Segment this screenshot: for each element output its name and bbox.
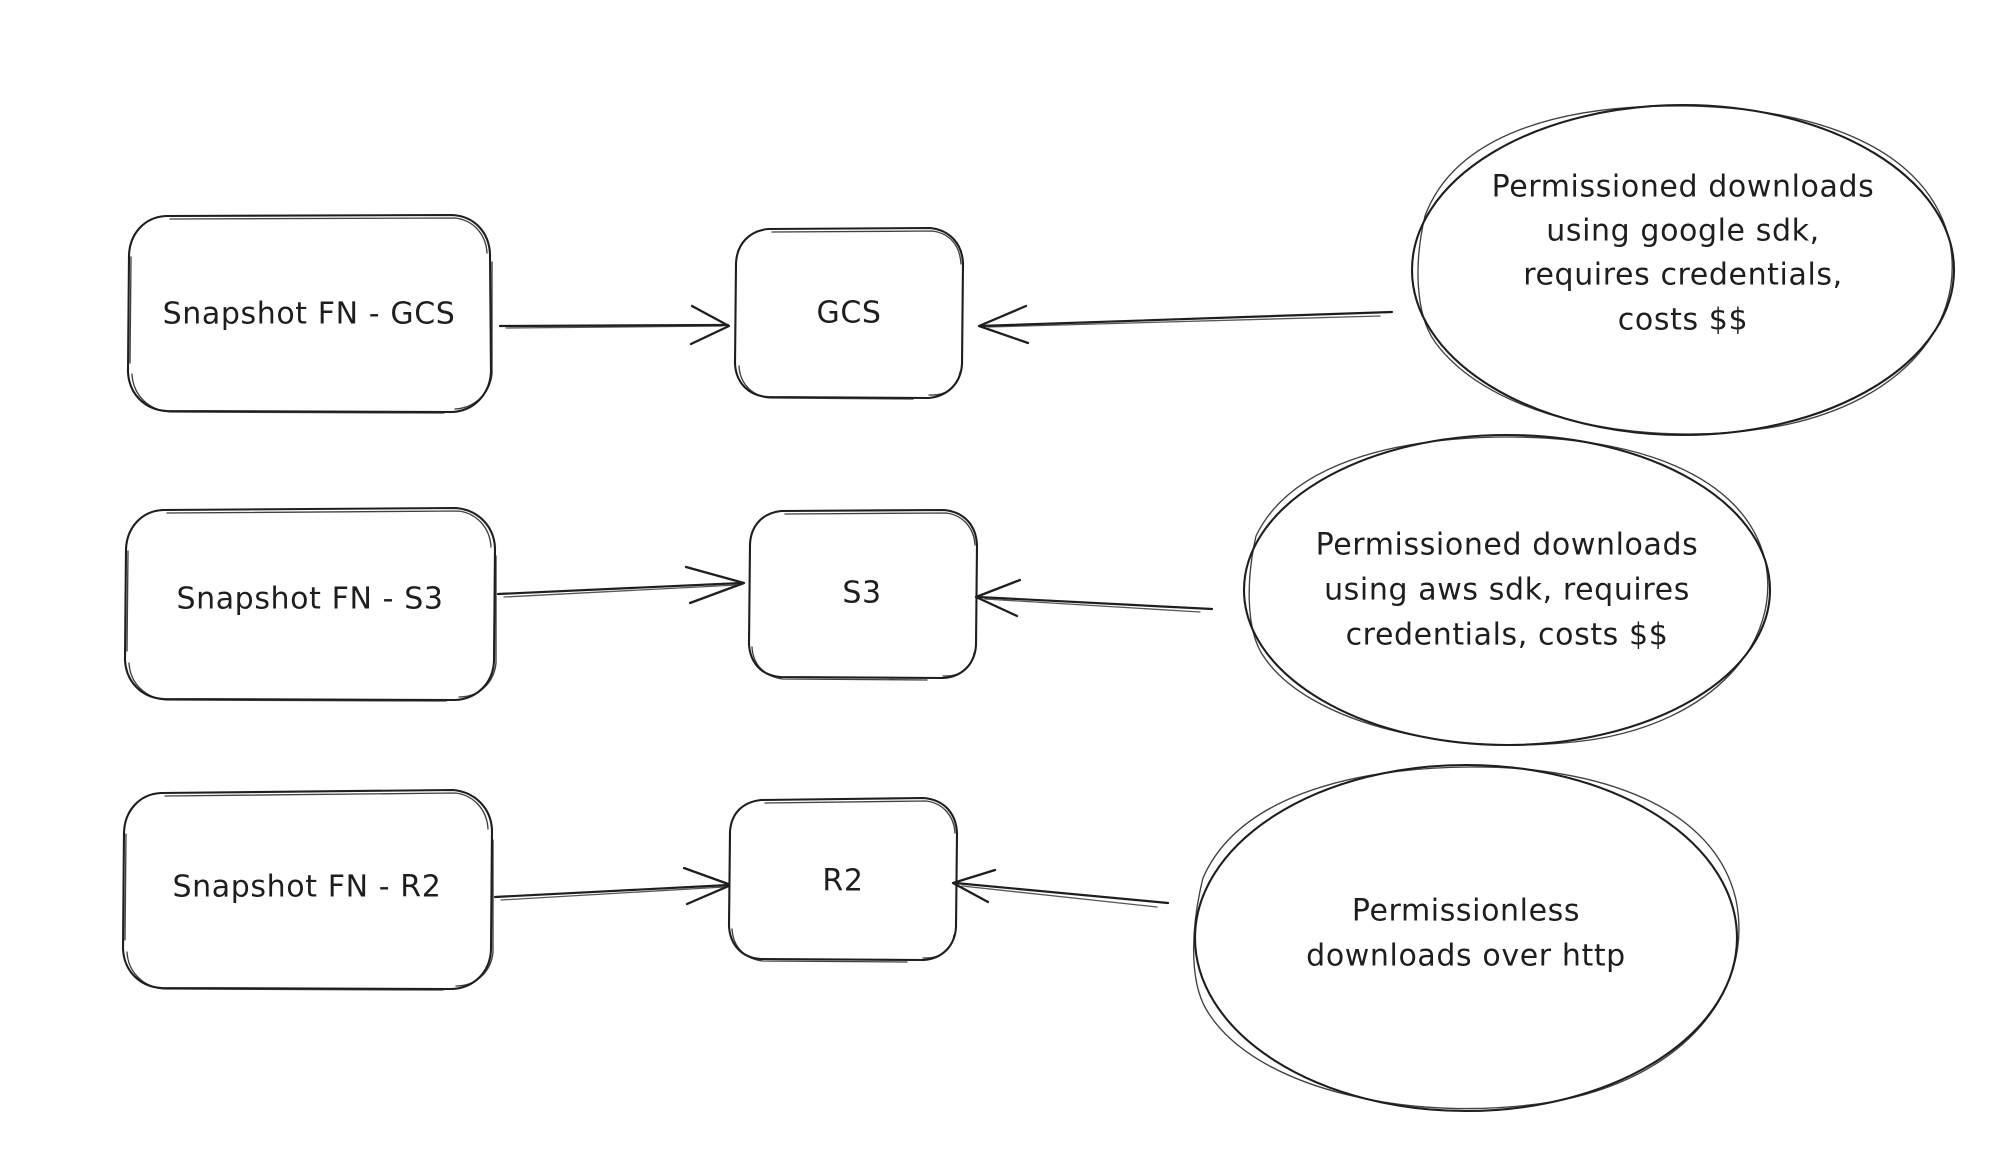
node-shape [121,788,494,991]
node-label-snapshot-fn-s3: Snapshot FN - S3 [176,582,443,617]
arrow-shaft [496,581,744,596]
arrow-shaft [493,883,731,899]
node-shape-sketch-overlay [751,512,976,681]
node-snapshot-fn-gcs[interactable]: Snapshot FN - GCS [126,213,493,414]
note-line: Permissioned downloads [1316,528,1699,563]
row-s3: Snapshot FN - S3 S3 [123,433,1772,747]
note-line: using google sdk, [1546,214,1819,249]
node-r2[interactable]: R2 [727,796,959,963]
note-line: credentials, costs $$ [1346,618,1669,653]
node-shape-sketch-overlay [129,217,493,414]
arrow-shaft [978,310,1394,328]
node-shape [733,226,965,400]
arrow-shaft-sketch [503,584,738,598]
node-shape-sketch-overlay [731,800,956,963]
note-shape-sketch-overlay [1417,105,1953,435]
node-label-gcs: GCS [816,296,881,331]
note-gcs[interactable]: Permissioned downloads using google sdk,… [1410,103,1956,437]
arrow-shaft-sketch [987,315,1381,328]
arrow-snapshot-fn-r2-to-r2 [493,866,733,906]
node-shape-sketch-overlay [124,792,494,991]
arrow-shaft-sketch [984,598,1201,613]
row-r2: Snapshot FN - R2 R2 [121,763,1740,1113]
arrow-note-gcs-to-gcs [977,304,1394,345]
note-line: costs $$ [1618,303,1748,338]
note-r2[interactable]: Permissionless downloads over http [1192,763,1740,1113]
note-line: requires credentials, [1523,258,1843,293]
node-gcs[interactable]: GCS [733,226,965,400]
arrow-shaft [498,323,730,328]
arrow-head-left [951,868,997,904]
node-label-snapshot-fn-r2: Snapshot FN - R2 [173,870,442,905]
node-shape-sketch-overlay [126,510,497,702]
note-shape [1193,763,1739,1113]
arrow-head-left [974,578,1022,618]
arrow-head-right [684,565,746,605]
node-shape [747,508,979,680]
arrow-note-r2-to-r2 [951,868,1170,908]
note-s3[interactable]: Permissioned downloads using aws sdk, re… [1242,433,1772,747]
arrow-shaft-sketch [505,325,723,329]
note-shape [1410,103,1956,437]
arrow-note-s3-to-s3 [974,578,1214,618]
note-line: Permissionless [1352,894,1580,929]
node-shape [126,213,493,414]
arrow-shaft [953,881,1170,905]
arrow-snapshot-fn-gcs-to-gcs [498,304,731,346]
arrow-shaft-sketch [500,886,725,901]
node-shape [123,506,497,702]
node-label-snapshot-fn-gcs: Snapshot FN - GCS [163,297,456,332]
arrow-shaft [976,595,1214,611]
arrow-head-right [689,304,731,346]
node-s3[interactable]: S3 [747,508,979,681]
note-line: Permissioned downloads [1492,170,1875,205]
node-shape [727,796,959,962]
note-shape-sketch-overlay [1248,436,1769,746]
node-snapshot-fn-s3[interactable]: Snapshot FN - S3 [123,506,497,702]
arrow-snapshot-fn-s3-to-s3 [496,565,746,605]
note-shape-sketch-overlay [1192,766,1740,1110]
note-line: downloads over http [1306,939,1626,974]
arrow-shaft-sketch [961,885,1158,908]
node-snapshot-fn-r2[interactable]: Snapshot FN - R2 [121,788,494,991]
row-gcs: Snapshot FN - GCS GCS [126,103,1956,437]
node-label-s3: S3 [842,576,881,611]
note-line: using aws sdk, requires [1324,573,1690,608]
node-label-r2: R2 [822,864,863,899]
arrow-head-left [977,304,1030,345]
node-shape-sketch-overlay [738,230,962,400]
